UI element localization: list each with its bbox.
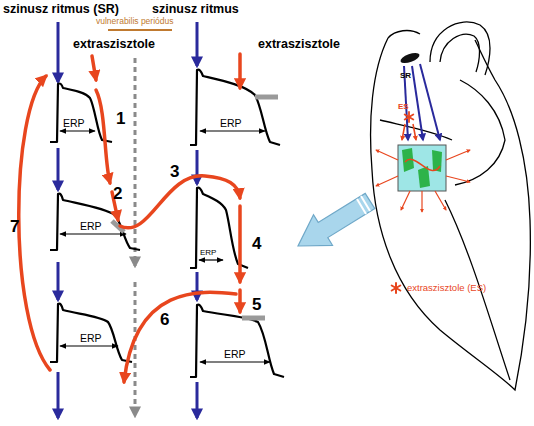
reentry-arrows [19, 54, 240, 382]
erp-arrow [200, 361, 270, 362]
spread-arrow [376, 176, 398, 186]
star-stroke [405, 115, 414, 120]
sinus-arrow [412, 66, 423, 140]
legend-text: extraszisztole (ES) [407, 283, 486, 293]
callout-number: 1 [116, 110, 125, 127]
erp-arrow [200, 130, 265, 131]
callout-number: 2 [113, 185, 122, 202]
callout-number: 6 [160, 311, 169, 328]
node-label: SR [400, 72, 411, 80]
erp-arrows [60, 131, 270, 362]
extrasystole-arrow [402, 124, 405, 140]
callout-number: 3 [170, 163, 179, 180]
dashed-arrow [134, 282, 137, 416]
rhythm-label: szinusz ritmus [152, 3, 239, 16]
erp-label: ERP [220, 118, 242, 129]
reentry-arrow [238, 206, 242, 282]
spread-arrow [421, 191, 422, 212]
action-potential [50, 304, 132, 362]
zoom-arrow-stripe [357, 199, 366, 214]
legend-item: extraszisztole (ES) [390, 282, 486, 294]
callout-number: 7 [10, 218, 19, 235]
sinus-arrow [196, 22, 199, 66]
spread-arrow [435, 191, 446, 210]
erp-arrow [199, 259, 223, 260]
erp-arrow [60, 130, 95, 131]
callout-number: 5 [252, 296, 261, 313]
star-stroke [392, 286, 401, 291]
erp-label: ERP [80, 333, 102, 344]
heart-outline [371, 38, 531, 390]
erp-label: ERP [63, 118, 85, 129]
dashed-arrow [134, 58, 137, 266]
star-stroke [405, 115, 414, 120]
spread-arrows [376, 150, 470, 212]
erp-label: ERP [200, 249, 216, 257]
reentry-arrow [120, 176, 240, 228]
action-potential [190, 305, 284, 377]
sinus-arrow [57, 262, 60, 300]
erp-label: ERP [80, 221, 102, 232]
atrium-wall [455, 80, 505, 185]
star-stroke [392, 286, 401, 291]
av-plane [380, 120, 452, 140]
vena-cava [388, 31, 420, 38]
aorta [430, 22, 490, 75]
sinus-arrow [57, 22, 60, 82]
period-label: vulnerabilis periódus [96, 17, 174, 26]
extrasystole-arrow [413, 124, 416, 140]
spread-arrow [446, 176, 470, 182]
sinus-node [399, 51, 421, 65]
erp-arrow [60, 345, 118, 346]
node-label: ES [398, 103, 409, 111]
rhythm-label: szinusz ritmus (SR) [3, 3, 119, 16]
action-potential [190, 70, 280, 145]
aorta [440, 34, 480, 72]
sinus-arrow [196, 272, 199, 300]
block-mark [242, 316, 265, 321]
extrasystole-label: extraszisztole [258, 38, 340, 51]
spread-arrow [376, 150, 398, 160]
vulnerable-bar [108, 29, 172, 31]
reentry-arrow [238, 290, 242, 312]
erp-arrow [60, 233, 126, 234]
zoom-arrow [298, 193, 375, 246]
extrasystole-arrow [238, 54, 242, 88]
extrasystole-label: extraszisztole [73, 38, 155, 51]
reentry-loop [405, 159, 440, 170]
spread-arrow [401, 191, 410, 210]
action-potential [50, 194, 140, 250]
legend-swatch [390, 282, 402, 294]
erp-label: ERP [224, 349, 246, 360]
extrasystole-star [405, 112, 414, 122]
sinus-arrow [57, 372, 60, 418]
sinus-arrow [196, 382, 199, 418]
reentry-arrow [124, 292, 236, 382]
spread-arrow [446, 150, 470, 160]
block-mark [255, 95, 278, 100]
extrasystole-arrows [402, 124, 416, 140]
action-potentials [50, 70, 284, 377]
extrasystole-arrow [92, 56, 96, 80]
reentry-arrow [19, 76, 50, 370]
callout-number: 4 [252, 235, 261, 252]
sinus-arrow [420, 64, 440, 140]
dashed-arrows [134, 58, 137, 416]
tissue-patches [402, 148, 442, 188]
reentry-arrow [96, 90, 110, 183]
heart-drawing [371, 22, 531, 390]
block-marks [112, 97, 278, 318]
sinus-arrow [57, 148, 60, 190]
sinus-arrow [196, 150, 199, 184]
tissue-block [398, 145, 446, 191]
